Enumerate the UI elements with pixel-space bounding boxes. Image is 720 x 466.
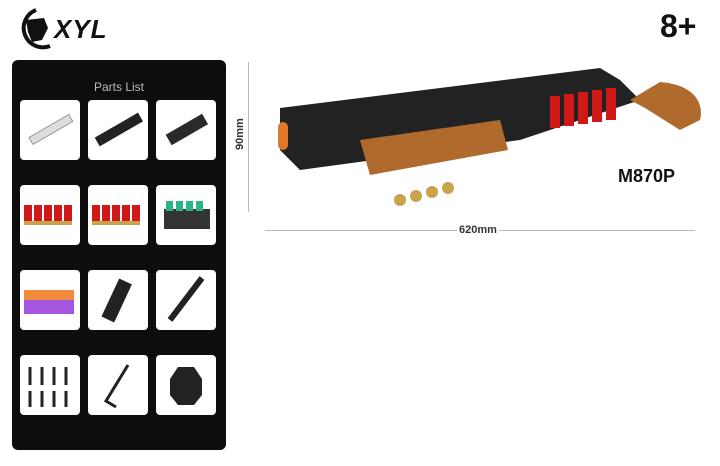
- part-soft-darts: [20, 270, 80, 330]
- panther-icon: [21, 8, 51, 50]
- height-dimension-line: [248, 62, 249, 212]
- logo-text: XYL: [54, 14, 108, 44]
- parts-list-panel: Parts List: [12, 60, 226, 450]
- part-rail-long: [88, 100, 148, 160]
- part-dart-shells: [156, 185, 216, 245]
- part-sling: [156, 270, 216, 330]
- part-shells-red-a: [20, 185, 80, 245]
- part-rail-short: [156, 100, 216, 160]
- age-badge: 8+: [660, 8, 697, 44]
- shotgun-image: [278, 68, 701, 206]
- part-shell-holder: [88, 270, 148, 330]
- part-screws: [20, 355, 80, 415]
- brand-logo: XYL: [14, 6, 124, 52]
- height-label: 90mm: [234, 118, 246, 150]
- part-end-cap: [156, 355, 216, 415]
- part-shells-red-b: [88, 185, 148, 245]
- part-rail-cover: [20, 100, 80, 160]
- parts-list-title: Parts List: [93, 80, 144, 94]
- model-name: M870P: [618, 166, 676, 186]
- length-label: 620mm: [457, 224, 499, 236]
- part-hex-key: [88, 355, 148, 415]
